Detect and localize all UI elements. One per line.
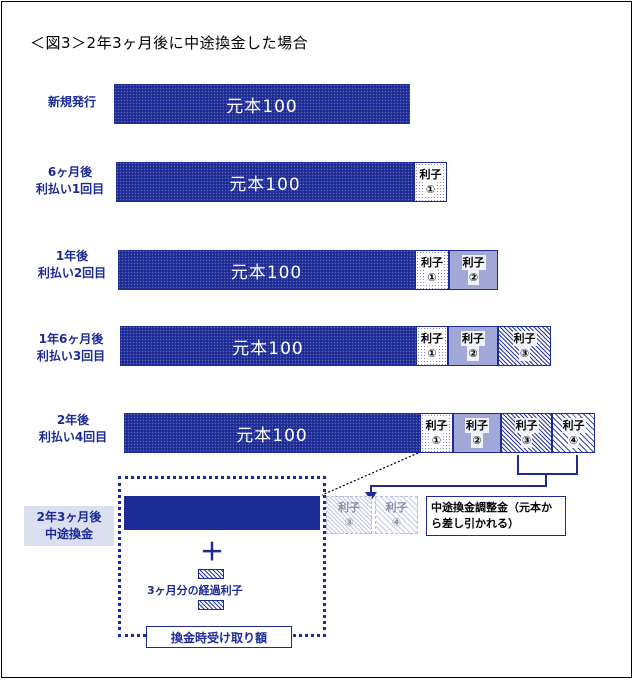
interest-number: ④ (391, 516, 402, 529)
interest-label: 利子 (338, 501, 360, 514)
plus-sign: ＋ (200, 538, 224, 566)
interest-cell-1: 利子 ① (416, 326, 448, 366)
row-label-line2: 利払い1回目 (35, 182, 105, 196)
principal-bar-1-year: 元本100 (118, 250, 415, 290)
interest-label: 利子 (424, 418, 449, 433)
arrow-line (370, 474, 547, 494)
interest-cell-2: 利子 ② (453, 413, 501, 453)
interest-cell-1: 利子 ① (414, 162, 447, 202)
row-label-line2: 利払い2回目 (37, 266, 107, 280)
principal-bar-6-months: 元本100 (116, 162, 414, 202)
row-label-18-months: 1年6ヶ月後 利払い3回目 (22, 331, 120, 365)
row-label-line1: 2年後 (56, 413, 90, 427)
interest-number: ② (471, 433, 483, 448)
interest-number: ③ (520, 433, 533, 448)
accrued-interest-label: 3ヶ月分の経過利子 (145, 582, 245, 598)
interest-label: 利子 (420, 331, 444, 346)
deducted-interest-cell-4: 利子 ④ (375, 496, 418, 534)
row-label-1-year: 1年後 利払い2回目 (24, 248, 120, 282)
interest-cell-1: 利子 ① (415, 250, 449, 290)
interest-cell-3: 利子 ③ (501, 413, 552, 453)
interest-label: 利子 (465, 418, 489, 433)
row-label-line2: 利払い4回目 (38, 430, 108, 444)
redemption-label-line2: 中途換金 (44, 527, 93, 541)
row-label-new-issue: 新規発行 (30, 94, 114, 111)
interest-cell-4: 利子 ④ (552, 413, 595, 453)
interest-label: 利子 (514, 418, 539, 433)
interest-number: ④ (567, 433, 580, 448)
interest-cell-2: 利子 ② (448, 326, 498, 366)
interest-number: ① (424, 182, 437, 197)
interest-label: 利子 (461, 331, 485, 346)
row-label-line1: 1年後 (55, 249, 89, 263)
received-amount-label: 換金時受け取り額 (146, 626, 292, 648)
interest-number: ① (426, 346, 438, 361)
interest-number: ③ (344, 516, 354, 529)
row-label-2-years: 2年後 利払い4回目 (22, 412, 124, 446)
principal-bar-new-issue: 元本100 (114, 84, 410, 124)
diagram-title: ＜図3＞2年3ヶ月後に中途換金した場合 (30, 34, 309, 52)
row-label-line1: 1年6ヶ月後 (38, 332, 104, 346)
accrued-pattern-bottom (198, 600, 224, 610)
interest-number: ③ (518, 346, 531, 361)
bracket-connector (517, 455, 578, 475)
accrued-pattern-top (198, 569, 224, 579)
interest-label: 利子 (561, 418, 586, 433)
row-label-6-months: 6ヶ月後 利払い1回目 (24, 164, 116, 198)
deducted-interest-cell-3: 利子 ③ (326, 496, 372, 534)
redemption-principal-bar (124, 496, 320, 530)
interest-label: 利子 (385, 501, 408, 514)
adjustment-note: 中途換金調整金（元本から差し引かれる） (426, 496, 566, 536)
dotted-connector-line (321, 452, 419, 496)
row-label-line1: 新規発行 (47, 95, 96, 109)
interest-number: ① (430, 433, 443, 448)
row-label-line1: 6ヶ月後 (47, 165, 93, 179)
interest-label: 利子 (512, 331, 537, 346)
principal-bar-18-months: 元本100 (120, 326, 416, 366)
interest-cell-2: 利子 ② (449, 250, 498, 290)
interest-label: 利子 (418, 167, 443, 182)
interest-number: ② (467, 270, 480, 285)
row-label-line2: 利払い3回目 (36, 349, 106, 363)
redemption-label-line1: 2年3ヶ月後 (36, 510, 102, 524)
redemption-label-box: 2年3ヶ月後 中途換金 (24, 506, 114, 546)
interest-number: ② (467, 346, 479, 361)
principal-bar-2-years: 元本100 (124, 413, 420, 453)
interest-number: ① (426, 270, 438, 285)
interest-label: 利子 (420, 255, 444, 270)
interest-cell-3: 利子 ③ (498, 326, 551, 366)
interest-cell-1: 利子 ① (420, 413, 453, 453)
interest-label: 利子 (461, 255, 486, 270)
